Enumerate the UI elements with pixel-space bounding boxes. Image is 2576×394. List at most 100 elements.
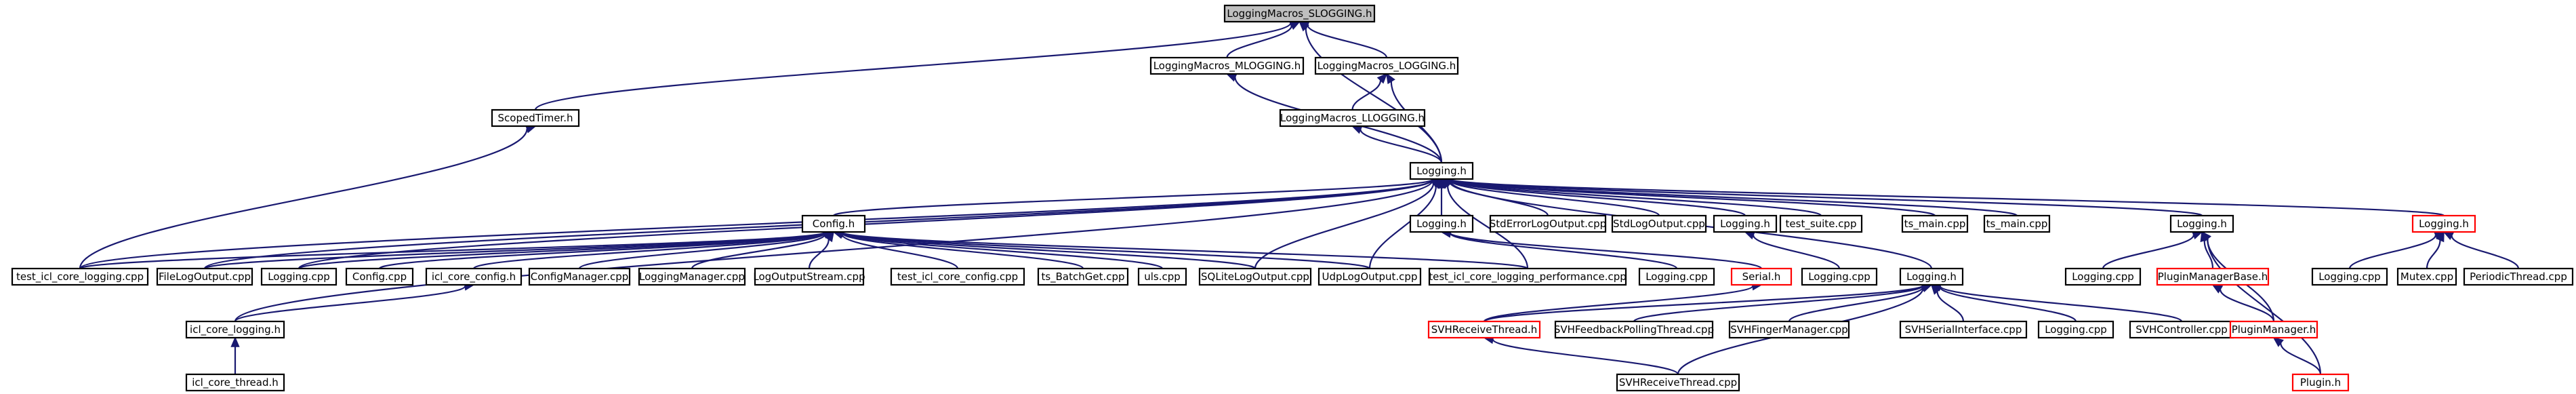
node-box	[1314, 56, 1459, 75]
node-box	[1223, 4, 1376, 23]
file-node[interactable]: Logging.cpp	[1638, 267, 1715, 286]
file-node[interactable]: FileLogOutput.cpp	[156, 267, 253, 286]
node-label: Plugin.h	[2300, 376, 2341, 389]
node-box	[1149, 56, 1305, 75]
file-node[interactable]: icl_core_logging.h	[185, 320, 285, 339]
node-label: test_icl_core_logging.cpp	[16, 271, 144, 283]
node-box	[890, 267, 1025, 286]
file-node[interactable]: ts_main.cpp	[1901, 214, 1969, 233]
dependency-edge	[578, 229, 835, 270]
node-box	[1616, 373, 1740, 392]
node-label: Logging.cpp	[268, 271, 330, 283]
file-node[interactable]: Plugin.h	[2291, 373, 2350, 392]
node-label: Logging.cpp	[1645, 271, 1708, 283]
file-node[interactable]: Logging.h	[2169, 214, 2234, 233]
node-box	[754, 267, 865, 286]
node-box	[1901, 214, 1969, 233]
dependency-edge	[2426, 231, 2445, 269]
node-label: Logging.h	[1720, 218, 1770, 230]
file-node[interactable]: SVHSerialInterface.cpp	[1899, 320, 2028, 339]
file-node[interactable]: PluginManager.h	[2229, 320, 2318, 339]
file-node[interactable]: Logging.h	[1409, 214, 1474, 233]
file-node[interactable]: Logging.h	[1713, 214, 1778, 233]
dependency-edge	[230, 336, 240, 375]
dependency-edge	[832, 229, 1084, 270]
node-box	[1983, 214, 2051, 233]
node-box	[1554, 320, 1714, 339]
file-node[interactable]: LoggingMacros_LOGGING.h	[1314, 56, 1459, 75]
file-node[interactable]: ts_BatchGet.cpp	[1037, 267, 1129, 286]
file-node[interactable]: Logging.cpp	[260, 267, 338, 286]
node-label: StdErrorLogOutput.cpp	[1490, 218, 1606, 230]
file-node[interactable]: LoggingManager.cpp	[638, 267, 746, 286]
node-box	[2463, 267, 2574, 286]
file-node[interactable]: StdLogOutput.cpp	[1611, 214, 1707, 233]
node-box	[345, 267, 414, 286]
file-node[interactable]: ConfigManager.cpp	[528, 267, 631, 286]
file-node[interactable]: Serial.h	[1730, 267, 1793, 286]
node-label: ScopedTimer.h	[498, 112, 573, 124]
node-label: uls.cpp	[1144, 271, 1181, 283]
node-box	[1638, 267, 1715, 286]
dependency-edge	[1351, 73, 1388, 111]
node-label: test_icl_core_logging_performance.cpp	[1429, 271, 1627, 283]
dependency-edge	[808, 231, 835, 269]
file-node[interactable]: SVHController.cpp	[2129, 320, 2234, 339]
file-node[interactable]: SVHReceiveThread.cpp	[1616, 373, 1740, 392]
node-label: SQLiteLogOutput.cpp	[1201, 271, 1309, 283]
node-label: LogOutputStream.cpp	[753, 271, 865, 283]
node-box	[1317, 267, 1422, 286]
file-node[interactable]: ts_main.cpp	[1983, 214, 2051, 233]
node-label: LoggingMacros_MLOGGING.h	[1153, 60, 1301, 73]
file-node[interactable]: Logging.cpp	[2064, 267, 2142, 286]
node-label: icl_core_thread.h	[192, 376, 279, 389]
node-label: PeriodicThread.cpp	[2470, 271, 2567, 283]
node-label: UdpLogOutput.cpp	[1322, 271, 1418, 283]
file-node[interactable]: Logging.cpp	[2311, 267, 2388, 286]
dependency-edge	[1440, 175, 2203, 217]
file-node[interactable]: UdpLogOutput.cpp	[1317, 267, 1422, 286]
node-label: SVHReceiveThread.cpp	[1619, 376, 1737, 389]
file-node[interactable]: PluginManagerBase.h	[2156, 267, 2270, 286]
node-label: Logging.h	[1416, 218, 1467, 230]
node-label: Logging.cpp	[1808, 271, 1870, 283]
file-node[interactable]: Logging.cpp	[2037, 320, 2114, 339]
node-label: ts_main.cpp	[1986, 218, 2048, 231]
node-box	[2311, 267, 2388, 286]
file-node[interactable]: icl_core_config.h	[425, 267, 523, 286]
file-node[interactable]: StdErrorLogOutput.cpp	[1490, 214, 1606, 233]
file-node[interactable]: ScopedTimer.h	[491, 109, 580, 127]
file-node[interactable]: Logging.cpp	[1801, 267, 1878, 286]
file-node[interactable]: Mutex.cpp	[2396, 267, 2457, 286]
file-node[interactable]: icl_core_thread.h	[185, 373, 285, 392]
file-node[interactable]: LoggingMacros_LLOGGING.h	[1279, 109, 1426, 127]
node-label: Logging.cpp	[2045, 323, 2107, 336]
node-label: Serial.h	[1742, 271, 1781, 283]
file-node[interactable]: uls.cpp	[1137, 267, 1187, 286]
node-label: PluginManagerBase.h	[2158, 271, 2268, 283]
file-node[interactable]: test_icl_core_logging.cpp	[11, 267, 149, 286]
file-node[interactable]: test_icl_core_config.cpp	[890, 267, 1025, 286]
node-box	[638, 267, 746, 286]
file-node[interactable]: SVHFeedbackPollingThread.cpp	[1554, 320, 1714, 339]
file-node[interactable]: LogOutputStream.cpp	[753, 267, 865, 286]
file-node[interactable]: PeriodicThread.cpp	[2463, 267, 2574, 286]
file-node[interactable]: SQLiteLogOutput.cpp	[1198, 267, 1312, 286]
file-node[interactable]: Logging.h	[2411, 214, 2476, 233]
file-node[interactable]: Config.h	[801, 214, 866, 233]
node-box	[1037, 267, 1129, 286]
file-node[interactable]: SVHFingerManager.cpp	[1728, 320, 1850, 339]
root-header-node[interactable]: LoggingMacros_SLOGGING.h	[1223, 4, 1376, 23]
dependency-edge	[2201, 231, 2322, 375]
file-node[interactable]: SVHReceiveThread.h	[1427, 320, 1541, 339]
node-label: LoggingMacros_LOGGING.h	[1317, 60, 1456, 73]
file-node[interactable]: LoggingMacros_MLOGGING.h	[1149, 56, 1305, 75]
dependency-edge	[1483, 281, 1763, 323]
node-box	[1730, 267, 1793, 286]
node-box	[2037, 320, 2114, 339]
file-node[interactable]: Logging.h	[1899, 267, 1964, 286]
file-node[interactable]: Config.cpp	[345, 267, 414, 286]
file-node[interactable]: test_icl_core_logging_performance.cpp	[1428, 267, 1627, 286]
file-node[interactable]: test_suite.cpp	[1779, 214, 1863, 233]
file-node[interactable]: Logging.h	[1409, 161, 1474, 180]
